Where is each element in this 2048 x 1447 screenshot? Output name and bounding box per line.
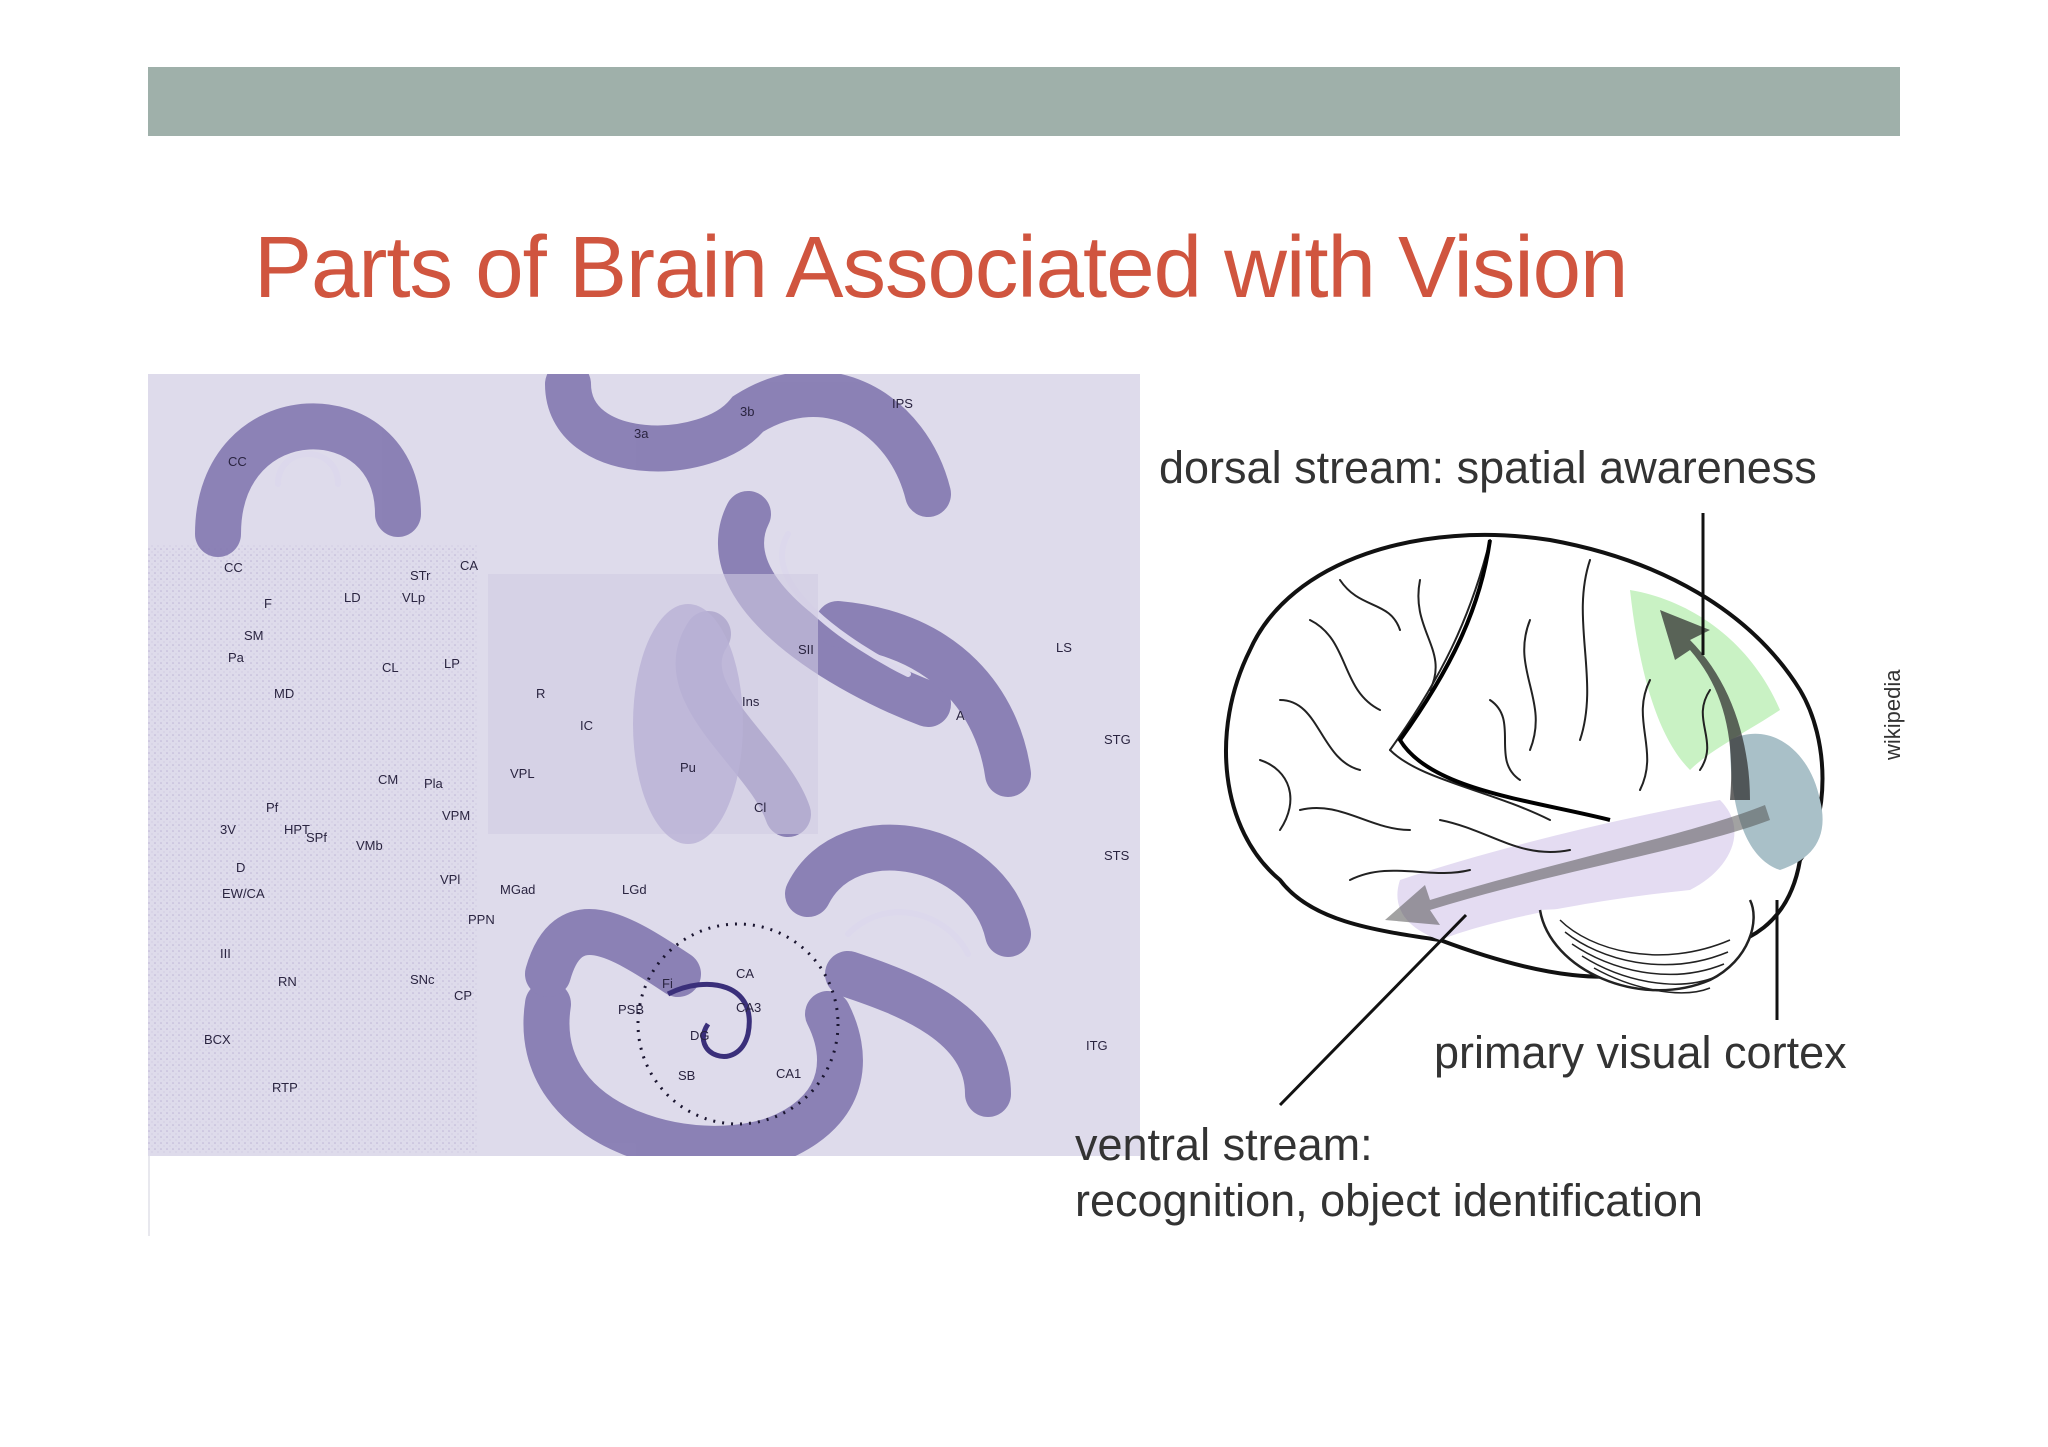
histo-label: STG (1104, 732, 1131, 747)
histo-label: Fi (662, 976, 673, 991)
histo-label: Pf (266, 800, 279, 815)
histo-label: PPN (468, 912, 495, 927)
histo-label: CC (224, 560, 243, 575)
brain-diagram (1224, 533, 1825, 994)
histo-label: LD (344, 590, 361, 605)
histo-label: VPM (442, 808, 471, 823)
histo-label: SM (244, 628, 264, 643)
histo-label: R (536, 686, 546, 701)
histo-label: PSB (618, 1002, 645, 1017)
cerebellum (1538, 899, 1755, 994)
histo-label: CA3 (736, 1000, 762, 1015)
central-sulcus (1397, 539, 1611, 822)
histo-label: HPT (284, 822, 310, 837)
ventral-stream-caption: ventral stream: recognition, object iden… (1075, 1117, 1703, 1229)
histo-label: SB (678, 1068, 696, 1083)
histo-label: STS (1104, 848, 1130, 863)
histo-label: 3V (220, 822, 236, 837)
v1-region (1730, 733, 1823, 870)
histo-label: IC (580, 718, 593, 733)
histo-label: VLp (402, 590, 426, 605)
histo-label: STr (410, 568, 431, 583)
histo-label: SII (798, 642, 814, 657)
histo-label: CM (378, 772, 399, 787)
histo-label: F (264, 596, 272, 611)
histo-label: CC (228, 454, 247, 469)
ventral-caption-line1: ventral stream: (1075, 1119, 1373, 1170)
ventral-caption-line2: recognition, object identification (1075, 1175, 1703, 1226)
histology-image: CC CC F LD VLp STr CA SM Pa MD CL LP R I… (148, 374, 1140, 1156)
histo-label: Pla (424, 776, 443, 791)
histo-label: LS (1056, 640, 1072, 655)
dorsal-stream-arrow (1660, 610, 1750, 800)
histo-label: IPS (892, 396, 913, 411)
slide-title: Parts of Brain Associated with Vision (254, 219, 1628, 316)
histo-label: MD (274, 686, 295, 701)
image-edge (148, 1156, 150, 1236)
source-credit: wikipedia (1880, 669, 1905, 761)
histo-label: III (220, 946, 231, 961)
histo-label: CA (736, 966, 755, 981)
histo-label: CL (382, 660, 399, 675)
histo-label: Pa (228, 650, 244, 665)
histo-label: VPL (510, 766, 535, 781)
histo-label: Pu (680, 760, 696, 775)
histo-label: D (236, 860, 246, 875)
gyri-lines (1259, 539, 1711, 881)
ventral-stream-arrow (1385, 805, 1770, 925)
histo-label: CP (454, 988, 473, 1003)
histology-drawing (148, 374, 1140, 1156)
histo-label: SPf (306, 830, 327, 845)
histo-label: VMb (356, 838, 383, 853)
histo-label: ITG (1086, 1038, 1108, 1053)
header-bar (148, 67, 1900, 136)
histo-label: CA1 (776, 1066, 802, 1081)
histo-label: Ins (742, 694, 760, 709)
histo-label: Cl (754, 800, 767, 815)
histo-label: EW/CA (222, 886, 265, 901)
histo-label: RN (278, 974, 297, 989)
histo-label: RTP (272, 1080, 298, 1095)
histo-label: LGd (622, 882, 647, 897)
histo-label: 3b (740, 404, 755, 419)
dorsal-stream-caption: dorsal stream: spatial awareness (1159, 442, 1817, 493)
histo-label: SNc (410, 972, 435, 987)
histo-label: VPl (440, 872, 461, 887)
histo-label: 3a (634, 426, 649, 441)
primary-visual-cortex-caption: primary visual cortex (1434, 1027, 1847, 1078)
histo-label: A (956, 708, 965, 723)
histo-label: BCX (204, 1032, 231, 1047)
histo-label: DG (690, 1028, 710, 1043)
histo-label: MGad (500, 882, 536, 897)
histo-label: CA (460, 558, 479, 573)
histo-label: LP (444, 656, 460, 671)
